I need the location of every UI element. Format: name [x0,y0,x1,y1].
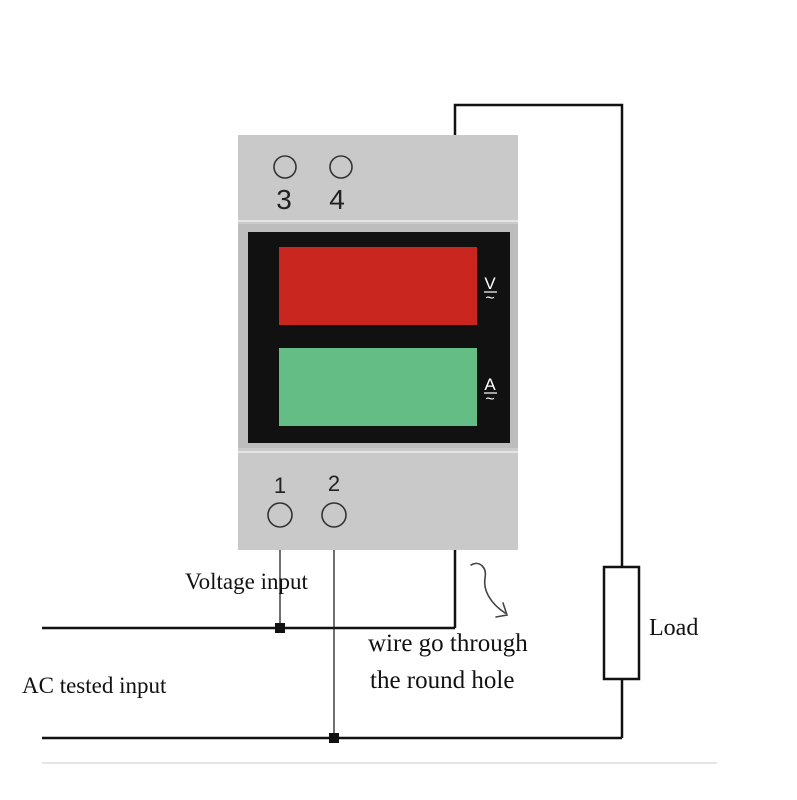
load-loop-wire [453,103,624,567]
voltage-taps [279,550,335,738]
load-resistor [602,565,641,681]
voltage-ac-symbol: ~ [485,290,494,307]
din-rail-meter: 3 4 V ~ A ~ 1 2 [238,135,518,550]
arrow-head [495,602,509,618]
voltage-unit-label: V [484,274,496,293]
current-ac-symbol: ~ [485,391,494,408]
terminal-1-hole [267,502,293,528]
terminal-3-hole [273,155,297,179]
current-display [279,348,477,426]
junction-dot-bottom [329,733,339,743]
arrow-shaft [470,562,506,614]
junction-dot-top [275,623,285,633]
voltage-input-label: Voltage input [185,569,308,594]
load-label: Load [649,615,698,641]
terminal-3-label: 3 [276,184,292,215]
wire-note-line-1: wire go through [368,630,528,657]
terminal-2-label: 2 [328,471,340,496]
ac-tested-input-label: AC tested input [22,673,167,698]
current-unit-label: A [484,375,496,394]
terminal-4-hole [329,155,353,179]
wiring [42,103,624,740]
terminal-1-label: 1 [274,473,286,498]
voltage-display [279,247,477,325]
wire-through-arrow [470,562,509,618]
wire-note-line-2: the round hole [370,667,514,694]
terminal-2-hole [321,502,347,528]
terminal-4-label: 4 [329,184,345,215]
meter-bottom-module [238,451,518,550]
